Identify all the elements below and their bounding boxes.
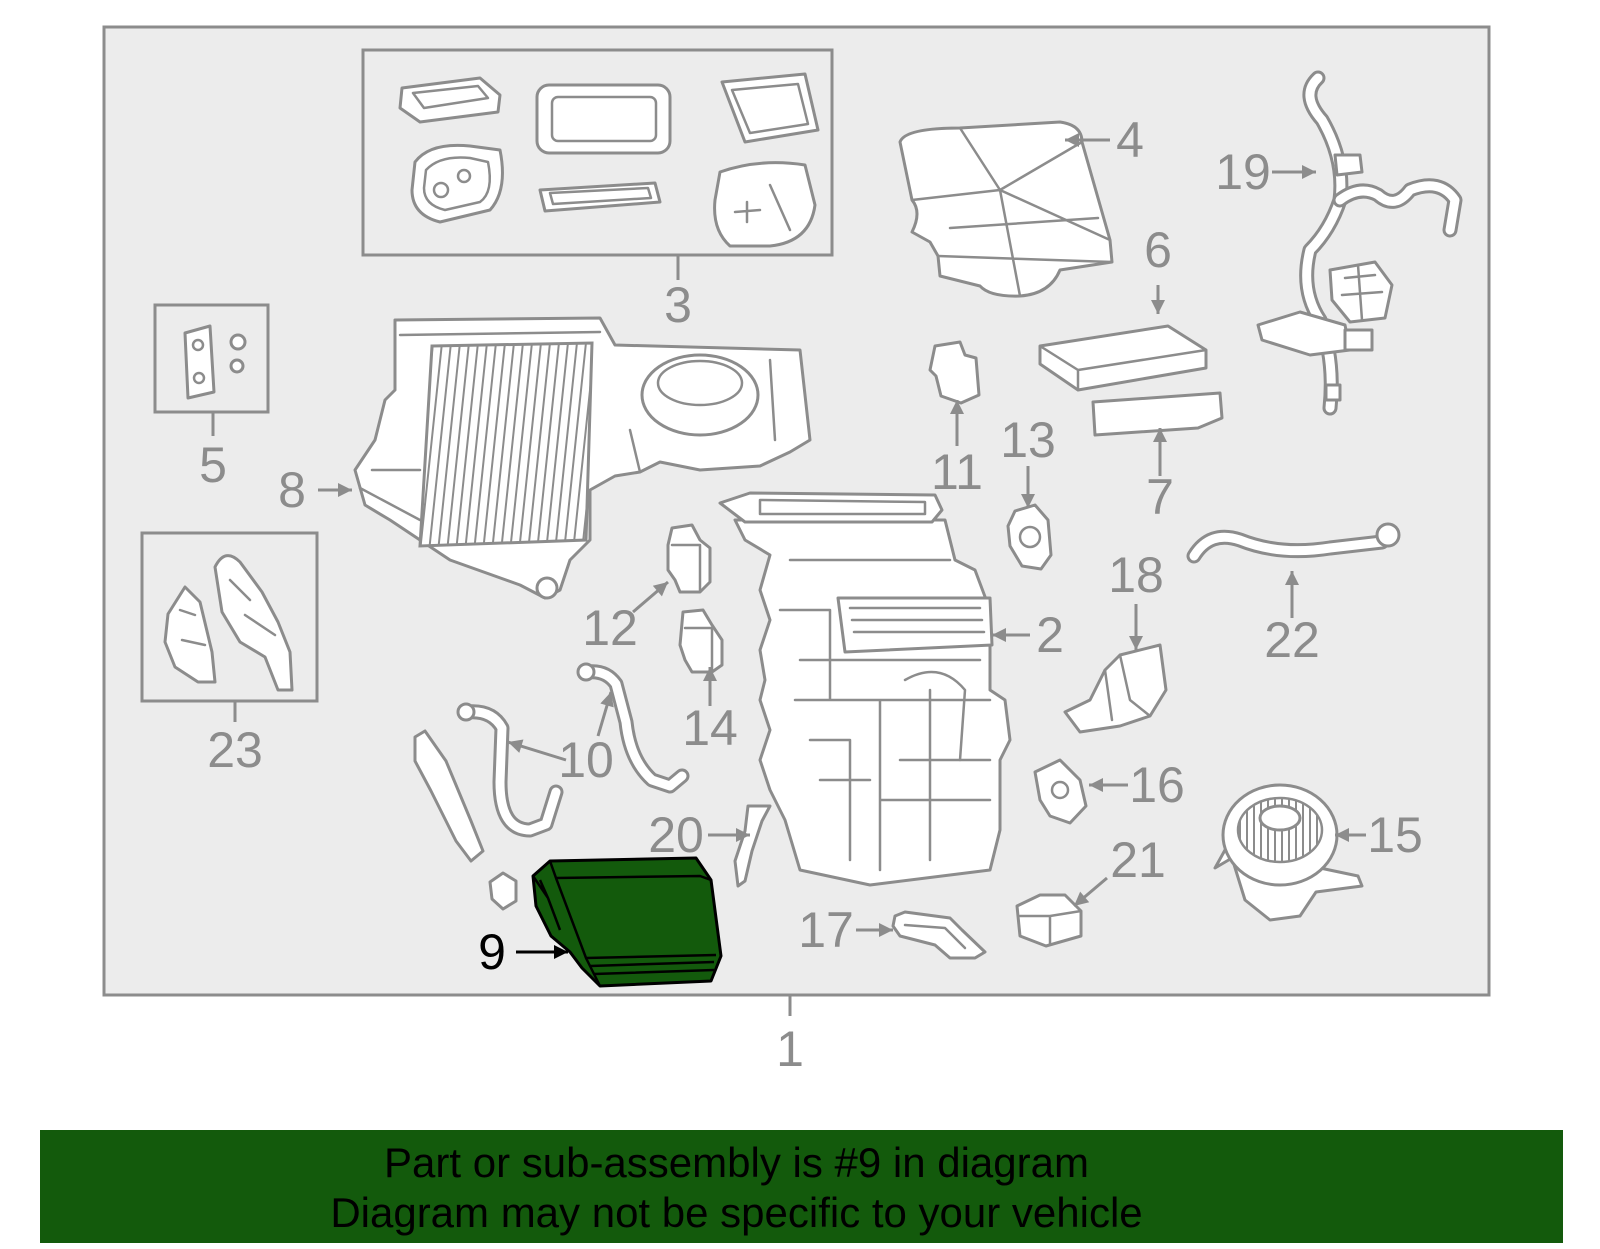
callout-label-6: 6 — [1144, 222, 1172, 278]
part-drawing-10 — [456, 662, 690, 838]
part-drawing-22 — [1186, 522, 1401, 564]
callout-label-13: 13 — [1000, 412, 1056, 468]
part-drawing-12 — [666, 523, 712, 594]
info-banner: Part or sub-assembly is #9 in diagram Di… — [40, 1130, 1563, 1243]
part-drawing-6 — [1038, 324, 1208, 392]
leader-10b — [596, 691, 614, 737]
part-group-3-seals — [361, 48, 834, 257]
callout-label-22: 22 — [1264, 612, 1320, 668]
callout-label-10: 10 — [558, 732, 614, 788]
callout-label-5: 5 — [199, 437, 227, 493]
leader-12 — [632, 580, 669, 614]
part-drawing-9 — [488, 856, 723, 988]
part-drawing-4 — [898, 120, 1114, 298]
banner-line-disclaimer: Diagram may not be specific to your vehi… — [330, 1189, 1143, 1236]
part-drawing-14 — [678, 608, 724, 674]
banner-line-part: Part or sub-assembly is #9 in diagram — [384, 1139, 1089, 1186]
callout-label-9: 9 — [478, 924, 506, 980]
part-drawing-16 — [1033, 758, 1088, 825]
callout-label-2: 2 — [1036, 607, 1064, 663]
part-group-23 — [140, 531, 319, 703]
callout-label-1: 1 — [776, 1021, 804, 1077]
callout-label-23: 23 — [207, 722, 263, 778]
callout-label-8: 8 — [278, 462, 306, 518]
part-drawing-19 — [1256, 70, 1463, 416]
leader-10a — [507, 739, 567, 762]
callout-label-19: 19 — [1215, 144, 1271, 200]
callout-label-14: 14 — [682, 700, 738, 756]
part-drawing-7 — [1091, 391, 1224, 437]
callout-label-12: 12 — [582, 600, 638, 656]
part-drawing-21 — [1015, 893, 1083, 948]
callout-label-4: 4 — [1116, 112, 1144, 168]
callout-label-7: 7 — [1146, 469, 1174, 525]
part-drawing-8 — [353, 316, 812, 600]
part-drawing-18 — [1063, 643, 1168, 734]
part-drawing-13 — [1006, 503, 1053, 571]
part-drawing-11 — [928, 340, 981, 405]
callout-label-16: 16 — [1129, 757, 1185, 813]
leader-21 — [1073, 876, 1108, 908]
callout-label-17: 17 — [798, 902, 854, 958]
part-drawing-15 — [1213, 783, 1364, 922]
callout-label-21: 21 — [1110, 832, 1166, 888]
part-drawing-17 — [891, 910, 987, 960]
callout-label-15: 15 — [1367, 807, 1423, 863]
callout-label-18: 18 — [1108, 547, 1164, 603]
callout-label-3: 3 — [664, 277, 692, 333]
callout-label-20: 20 — [648, 807, 704, 863]
part-drawing-strip — [413, 729, 485, 863]
part-drawing-2 — [718, 491, 1012, 887]
callout-label-11: 11 — [931, 444, 983, 500]
